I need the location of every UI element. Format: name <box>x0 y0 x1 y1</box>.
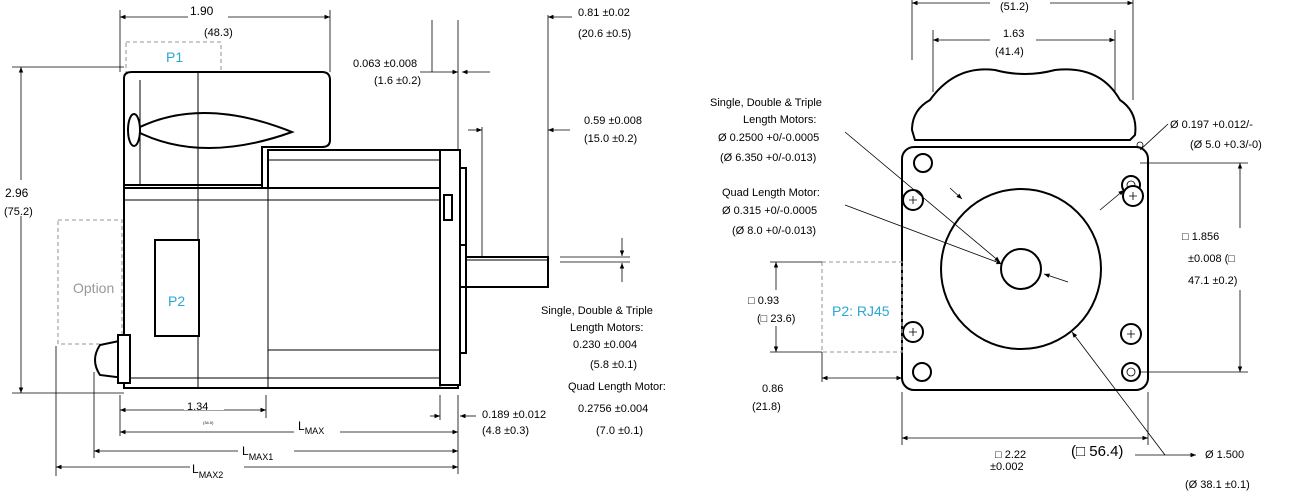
bolt-circle-3: 47.1 ±0.2) <box>1188 275 1237 287</box>
shaft-dia-note-2: Length Motors: <box>743 114 816 126</box>
dim-0-81: 0.81 ±0.02 <box>578 7 630 19</box>
p1-label: P1 <box>166 49 183 65</box>
shaft-dia-note-3: Ø 0.2500 +0/-0.0005 <box>718 132 819 144</box>
dim-0-86: 0.86 <box>762 383 783 395</box>
pilot-dia-mm: (Ø 38.1 ±0.1) <box>1185 479 1250 491</box>
hole-dia-1: Ø 0.197 +0.012/- <box>1170 119 1253 131</box>
square-size-2: ±0.002 <box>990 461 1024 473</box>
hole-dia-2: (Ø 5.0 +0.3/-0) <box>1190 139 1262 151</box>
driver-cap <box>910 68 1137 141</box>
lmax-label: LMAX <box>298 419 324 436</box>
quad-note-2: 0.2756 ±0.004 <box>578 403 648 415</box>
p2-rj45-label: P2: RJ45 <box>832 303 890 319</box>
dim-1-90: 1.90 <box>190 4 214 18</box>
motor-stack-top <box>267 149 459 189</box>
p2-connector <box>154 239 200 337</box>
option-label: Option <box>73 280 114 296</box>
p1-connector-outline <box>125 41 222 73</box>
shaft-end <box>1000 248 1042 290</box>
mount-hole-bl <box>912 362 932 382</box>
side-view: P1 P2 Option 1.90 (48.3) 2.96 (75.2) 0.0… <box>2 4 666 482</box>
dim-0-063: 0.063 ±0.008 <box>353 58 417 70</box>
dim-0-189-mm: (4.8 ±0.3) <box>482 425 529 437</box>
quad-dia-note-3: (Ø 8.0 +0/-0.013) <box>732 225 816 237</box>
quad-note-3: (7.0 ±0.1) <box>596 425 643 437</box>
dim-0-189: 0.189 ±0.012 <box>482 409 546 421</box>
square-size-1: □ 2.22 <box>995 449 1026 461</box>
square-size-mm: (□ 56.4) <box>1071 443 1123 460</box>
quad-note-1: Quad Length Motor: <box>568 381 666 393</box>
option-outline <box>57 219 123 345</box>
shaft-note-3: 0.230 ±0.004 <box>573 339 637 351</box>
dim-1-63: 1.63 <box>1003 28 1024 40</box>
dim-2-96: 2.96 <box>5 186 29 200</box>
shaft-note-4: (5.8 ±0.1) <box>590 359 637 371</box>
lmax2-label: LMAX2 <box>192 462 223 480</box>
motor-shaft <box>465 256 549 288</box>
bolt-circle-2: ±0.008 (□ <box>1188 253 1235 265</box>
bolt-circle-1: □ 1.856 <box>1182 231 1219 243</box>
dim-0-59-mm: (15.0 ±0.2) <box>584 133 637 145</box>
shaft-note-2: Length Motors: <box>570 322 643 334</box>
dim-0-81-mm: (20.6 ±0.5) <box>578 28 631 40</box>
shaft-note-1: Single, Double & Triple <box>541 305 653 317</box>
lmax1-label: LMAX1 <box>242 444 273 462</box>
dim-0-86-mm: (21.8) <box>752 401 781 413</box>
quad-dia-note-1: Quad Length Motor: <box>722 187 820 199</box>
mount-hole-tl <box>913 153 933 173</box>
housing-recess <box>131 112 295 149</box>
p2-rj45-outline <box>821 261 903 353</box>
front-view: (51.2) 1.63 (41.4) <box>710 0 1262 491</box>
dim-0-063-mm: (1.6 ±0.2) <box>374 75 421 87</box>
dim-1-34-mm: (34.0) <box>203 420 214 425</box>
shaft-dia-note-1: Single, Double & Triple <box>710 97 822 109</box>
dim-1-90-mm: (48.3) <box>204 27 233 39</box>
p2-label: P2 <box>168 293 185 309</box>
dim-51-2-mm: (51.2) <box>1000 1 1029 13</box>
dim-2-96-mm: (75.2) <box>4 206 33 218</box>
pilot-dia: Ø 1.500 <box>1205 449 1244 461</box>
motor-flange <box>439 149 461 386</box>
screw-icon <box>902 185 1144 345</box>
mount-hole-br <box>1121 362 1141 382</box>
quad-dia-note-2: Ø 0.315 +0/-0.0005 <box>722 205 817 217</box>
dim-1-63-mm: (41.4) <box>995 46 1024 58</box>
dim-1-34: 1.34 <box>187 401 208 413</box>
shaft-dia-note-4: (Ø 6.350 +0/-0.013) <box>720 152 816 164</box>
rj45-size-1: □ 0.93 <box>748 295 779 307</box>
dim-0-59: 0.59 ±0.008 <box>584 115 642 127</box>
rj45-size-2: (□ 23.6) <box>757 313 795 325</box>
